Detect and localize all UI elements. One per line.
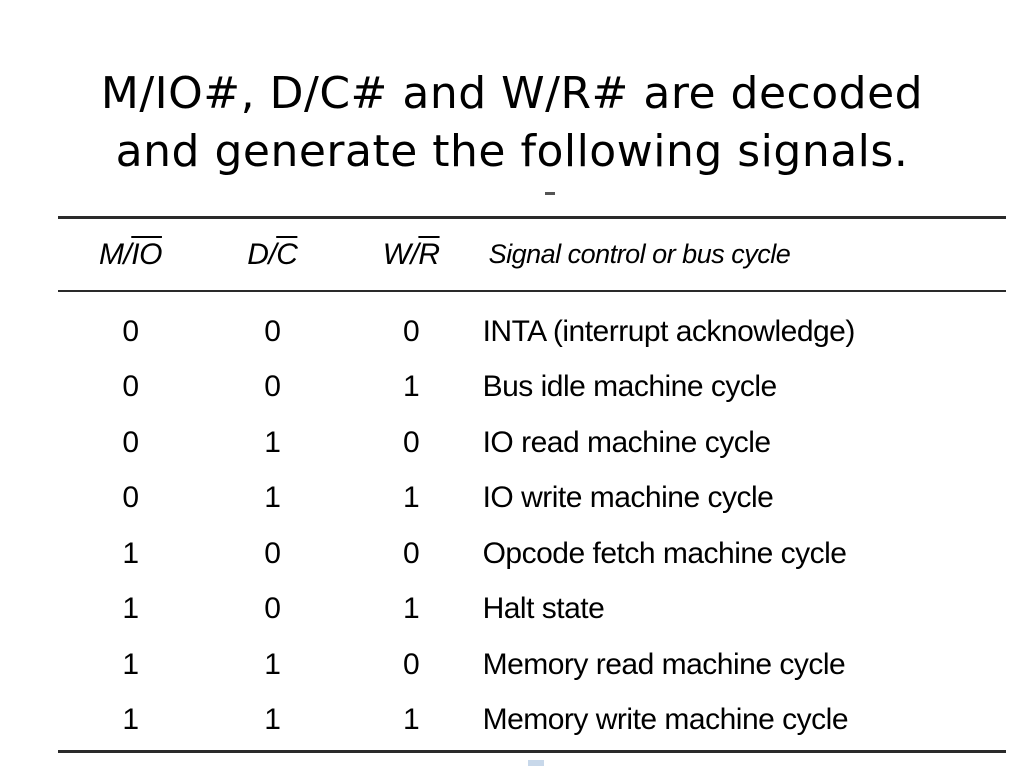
header-w-r-prefix: W/ <box>382 237 419 271</box>
cell-signal: IO write machine cycle <box>482 481 774 515</box>
table-row: 1 0 1 Halt state <box>58 582 1006 638</box>
cell-d-c: 1 <box>264 481 281 515</box>
cell-m-io: 1 <box>122 703 139 737</box>
cell-signal: IO read machine cycle <box>482 425 771 459</box>
table-bottom-rule <box>58 750 1006 753</box>
table-row: 0 0 1 Bus idle machine cycle <box>58 360 1006 416</box>
cell-m-io: 0 <box>122 481 139 515</box>
table-header-rule <box>58 290 1006 292</box>
cell-d-c: 1 <box>264 425 281 459</box>
cell-signal: Opcode fetch machine cycle <box>482 536 847 570</box>
header-d-c-prefix: D/ <box>247 237 277 271</box>
cell-signal: INTA (interrupt acknowledge) <box>482 314 856 348</box>
cell-w-r: 1 <box>403 592 420 626</box>
cell-w-r: 0 <box>403 425 420 459</box>
cell-d-c: 0 <box>264 314 281 348</box>
scan-mark <box>545 192 555 195</box>
cell-w-r: 1 <box>403 703 420 737</box>
cell-m-io: 0 <box>122 314 139 348</box>
table-row: 0 1 1 IO write machine cycle <box>58 471 1006 527</box>
slide-title: M/IO#, D/C# and W/R# are decoded and gen… <box>0 65 1024 181</box>
cell-d-c: 0 <box>264 536 281 570</box>
cell-d-c: 1 <box>264 647 281 681</box>
header-w-r-overlined: R <box>418 237 440 271</box>
cell-m-io: 1 <box>122 592 139 626</box>
table-top-rule <box>58 216 1006 219</box>
signal-table: M/IO D/C W/R Signal control or bus cycle… <box>58 219 1006 752</box>
cell-d-c: 1 <box>264 703 281 737</box>
cell-d-c: 0 <box>264 370 281 404</box>
table-row: 0 0 0 INTA (interrupt acknowledge) <box>58 290 1006 360</box>
cell-w-r: 0 <box>403 536 420 570</box>
header-signal: Signal control or bus cycle <box>488 239 791 269</box>
cell-m-io: 1 <box>122 536 139 570</box>
table-row: 1 0 0 Opcode fetch machine cycle <box>58 526 1006 582</box>
title-line-1: M/IO#, D/C# and W/R# are decoded <box>100 68 924 120</box>
title-line-2: and generate the following signals. <box>115 126 909 178</box>
table-row: 1 1 0 Memory read machine cycle <box>58 637 1006 693</box>
cell-m-io: 1 <box>122 647 139 681</box>
cell-w-r: 0 <box>403 314 420 348</box>
decode-table: M/IO D/C W/R Signal control or bus cycle… <box>58 219 1006 752</box>
scan-mark-bottom <box>528 760 544 766</box>
table-row: 1 1 1 Memory write machine cycle <box>58 693 1006 753</box>
cell-signal: Halt state <box>482 592 605 626</box>
table-header-row: M/IO D/C W/R Signal control or bus cycle <box>58 219 1006 290</box>
cell-w-r: 0 <box>403 647 420 681</box>
header-w-r: W/R <box>342 219 481 290</box>
header-d-c: D/C <box>203 219 342 290</box>
table-row: 0 1 0 IO read machine cycle <box>58 415 1006 471</box>
cell-m-io: 0 <box>122 370 139 404</box>
cell-d-c: 0 <box>264 592 281 626</box>
cell-w-r: 1 <box>403 370 420 404</box>
cell-signal: Memory read machine cycle <box>482 647 846 681</box>
cell-m-io: 0 <box>122 425 139 459</box>
header-m-io-overlined: IO <box>131 237 162 271</box>
header-d-c-overlined: C <box>276 237 298 271</box>
cell-w-r: 1 <box>403 481 420 515</box>
cell-signal: Bus idle machine cycle <box>482 370 778 404</box>
header-m-io: M/IO <box>58 219 203 290</box>
cell-signal: Memory write machine cycle <box>482 703 849 737</box>
header-m-io-prefix: M/ <box>98 237 132 271</box>
